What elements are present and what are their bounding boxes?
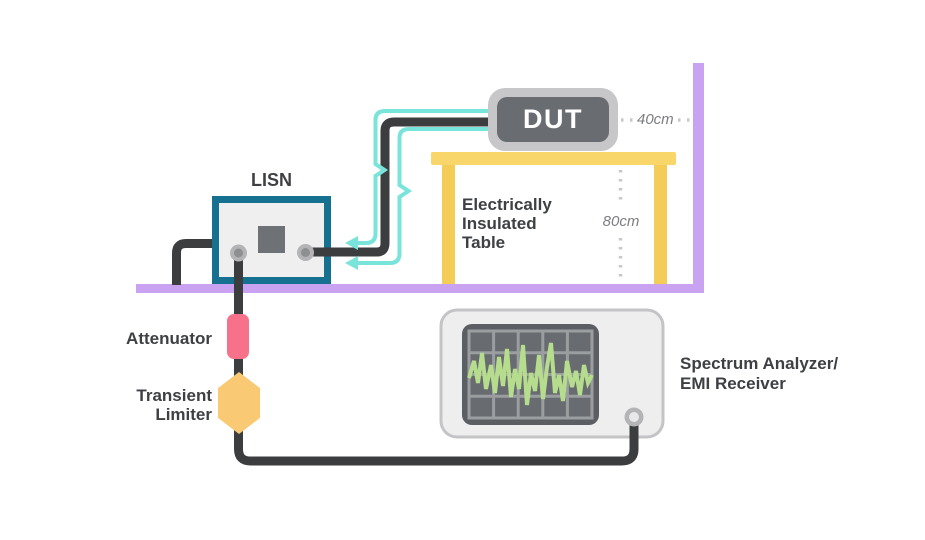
dimension-lines bbox=[618, 118, 691, 283]
transient-limiter-label: Transient Limiter bbox=[50, 386, 212, 424]
insulated-table-label: Electrically Insulated Table bbox=[462, 195, 552, 252]
dimension-80cm: 80cm bbox=[602, 213, 640, 230]
table-top bbox=[431, 152, 676, 165]
lisn-connector-right bbox=[297, 244, 314, 261]
insulated-table-label-line2: Insulated bbox=[462, 214, 537, 233]
emi-noise-arrows bbox=[357, 109, 497, 265]
wall bbox=[693, 63, 704, 293]
noise-arrow-inner bbox=[357, 127, 497, 265]
lisn-label: LISN bbox=[250, 170, 292, 190]
dut-label: DUT bbox=[497, 97, 609, 142]
ground-cable bbox=[172, 239, 212, 285]
noise-arrowhead-inner bbox=[345, 256, 358, 270]
noise-arrowhead-outer bbox=[345, 236, 358, 250]
lisn-to-analyzer-cable bbox=[234, 253, 639, 466]
analyzer-connector bbox=[624, 407, 644, 427]
dut-device: DUT bbox=[488, 88, 618, 151]
floor bbox=[136, 284, 704, 293]
lisn-panel-square bbox=[258, 226, 285, 253]
transient-limiter-label-line2: Limiter bbox=[155, 405, 212, 424]
attenuator-block bbox=[227, 314, 249, 359]
attenuator-label: Attenuator bbox=[126, 329, 212, 348]
spectrum-analyzer-label-line2: EMI Receiver bbox=[680, 374, 786, 393]
transient-limiter-label-line1: Transient bbox=[136, 386, 212, 405]
cables bbox=[172, 117, 639, 466]
noise-arrow-outer bbox=[357, 109, 497, 245]
insulated-table-label-line3: Table bbox=[462, 233, 506, 252]
table-leg-left bbox=[442, 165, 455, 284]
dut-to-lisn-cable bbox=[305, 117, 506, 257]
lisn-connector-left bbox=[230, 244, 247, 262]
table-leg-right bbox=[654, 165, 667, 284]
spectrum-analyzer-label: Spectrum Analyzer/ EMI Receiver bbox=[680, 354, 838, 394]
dimension-40cm: 40cm bbox=[637, 111, 674, 128]
insulated-table-label-line1: Electrically bbox=[462, 195, 552, 214]
spectrum-analyzer-label-line1: Spectrum Analyzer/ bbox=[680, 354, 839, 373]
waveform bbox=[467, 342, 594, 406]
